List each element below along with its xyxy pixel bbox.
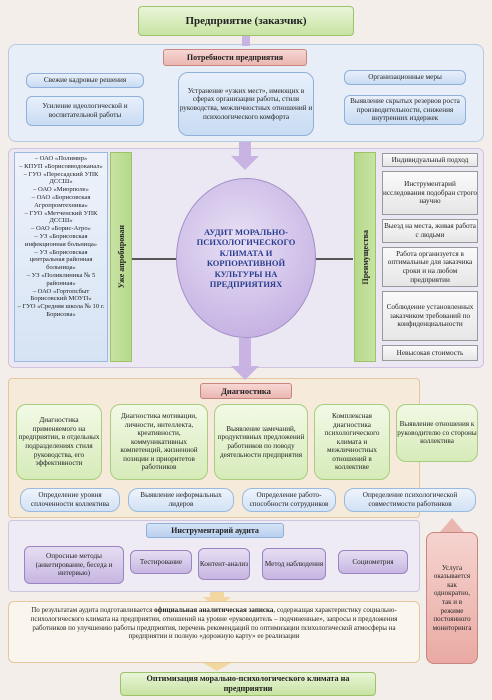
approved-items: – ОАО «Полимир»– КПУП «Борисовводоканал»… — [17, 155, 105, 319]
approved-item: – ГУО «Метченский УПК ДССШ» — [24, 209, 98, 225]
approved-list: – ОАО «Полимир»– КПУП «Борисовводоканал»… — [14, 152, 108, 362]
diag-card-3: Выявление замечаний, продуктивных предло… — [214, 404, 308, 480]
advantage-1: Индивидуальный подход — [382, 153, 478, 167]
approved-item: – УЗ «Поликлиника № 5 районная» — [26, 271, 96, 287]
advantages-label: Преимущества — [354, 152, 376, 362]
bottom-title: Оптимизация морально-психологического кл… — [120, 672, 376, 696]
diag-bottom-3: Определение работо-способности сотрудник… — [242, 488, 336, 512]
advantage-4: Работа организуется в оптимальные для за… — [382, 247, 478, 287]
arrow-head-bottom — [203, 663, 231, 671]
advantage-3: Выезд на места, живая работа с людьми — [382, 219, 478, 243]
connector-left — [132, 258, 176, 260]
diag-bottom-2: Выявление неформальных лидеров — [128, 488, 234, 512]
approved-item: – УЗ «Борисовская инфекционная больница» — [24, 232, 98, 248]
arrow-head-needs — [231, 156, 259, 170]
side-arrow-up — [440, 518, 464, 532]
tool-3: Контент-анализ — [198, 548, 250, 580]
approved-item: – КПУП «Борисовводоканал» — [19, 162, 103, 170]
advantage-6: Невысокая стоимость — [382, 345, 478, 361]
result-text: По результатам аудита подготавливается о… — [30, 606, 398, 641]
approved-item: – ГУО «Пересадский УПК ДССШ» — [23, 170, 99, 186]
needs-right-bottom: Выявление скрытых резервов роста произво… — [344, 95, 466, 125]
needs-left-top: Свежие кадровые решения — [26, 73, 144, 88]
side-note: Услуга оказывается как однократно, так и… — [426, 532, 478, 664]
top-arrow-stem — [242, 36, 250, 46]
arrow-stem-result — [210, 592, 224, 598]
approved-item: – ОАО «Полимир» — [34, 155, 88, 162]
connector-right — [315, 258, 353, 260]
needs-left-bottom: Усиление идеологической и воспитательной… — [26, 96, 144, 126]
tool-5: Социометрия — [338, 550, 408, 574]
needs-right-top: Организационные меры — [344, 70, 466, 85]
arrow-stem-diag — [239, 338, 251, 368]
tools-title: Инструментарий аудита — [146, 523, 284, 538]
tool-2: Тестирование — [130, 550, 192, 574]
diag-card-4: Комплексная диагностика психологического… — [314, 404, 390, 480]
advantage-5: Соблюдение установленных заказчиком треб… — [382, 291, 478, 341]
approved-label: Уже апробирован — [110, 152, 132, 362]
arrow-head-diag — [231, 366, 259, 380]
approved-item: – УЗ «Борисовская центральная районная б… — [29, 248, 93, 272]
diag-card-5: Выявление отношения к руководителю со ст… — [396, 404, 478, 462]
diag-bottom-4: Определение психологической совместимост… — [344, 488, 476, 512]
arrow-stem-needs — [239, 142, 251, 156]
center-circle: АУДИТ МОРАЛЬНО-ПСИХОЛОГИЧЕСКОГО КЛИМАТА … — [176, 178, 316, 338]
approved-item: – ОАО «Борисовская Агропромтехника» — [31, 193, 91, 209]
tool-1: Опросные методы (анкетирование, беседа и… — [24, 546, 124, 584]
needs-title: Потребности предприятия — [163, 49, 307, 66]
top-title: Предприятие (заказчик) — [138, 6, 354, 36]
tool-4: Метод наблюдения — [262, 548, 326, 580]
diag-card-2: Диагностика мотивации, личности, интелле… — [110, 404, 208, 480]
approved-item: – ОАО «Борис-Агро» — [31, 225, 91, 233]
diag-bottom-1: Определение уровня сплоченности коллекти… — [20, 488, 120, 512]
diag-card-1: Диагностика применяемого на предприятии,… — [16, 404, 102, 480]
approved-item: – ОАО «Миорполе» — [33, 186, 89, 194]
diagnostics-title: Диагностика — [200, 383, 292, 399]
advantage-2: Инструментарий исследования подобран стр… — [382, 171, 478, 215]
approved-item: – ГУО «Средняя школа № 10 г. Борисова» — [17, 303, 105, 318]
approved-item: – ОАО «Гортопсбыт Борисовский МОУП» — [30, 287, 92, 303]
result-box: По результатам аудита подготавливается о… — [8, 601, 420, 663]
needs-center: Устранение «узких мест», имеющих в сфера… — [178, 72, 314, 136]
